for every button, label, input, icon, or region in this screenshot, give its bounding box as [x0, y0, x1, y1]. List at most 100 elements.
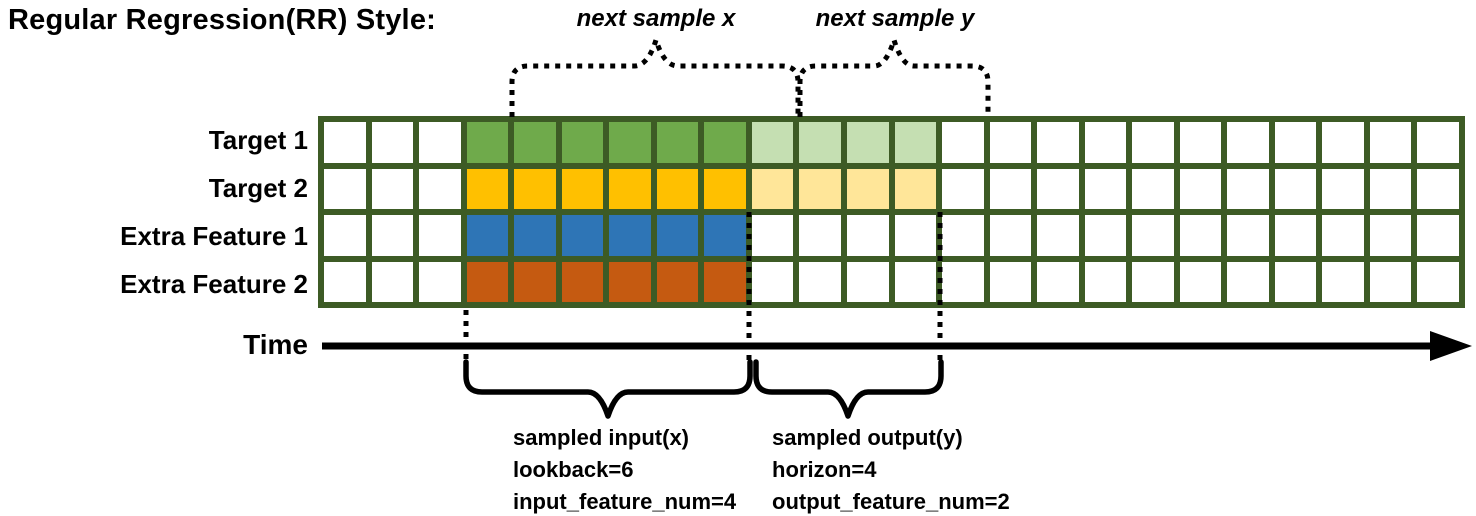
grid-cell — [942, 261, 984, 302]
grid-cell — [656, 122, 699, 163]
grid-cell — [1084, 215, 1127, 256]
grid-cell — [466, 168, 509, 209]
grid-cell — [1037, 122, 1079, 163]
grid-cell — [1322, 261, 1364, 302]
grid-cell — [894, 215, 937, 256]
horizon-value: horizon=4 — [772, 457, 877, 482]
grid-cell — [751, 215, 794, 256]
grid-cell — [704, 215, 746, 256]
grid-cell — [799, 122, 841, 163]
sampled-input-annotation: sampled input(x) lookback=6 input_featur… — [513, 422, 736, 516]
grid-cell — [894, 122, 937, 163]
grid-cell — [419, 261, 461, 302]
row-label: Extra Feature 1 — [120, 220, 308, 251]
grid-cell — [1322, 215, 1364, 256]
grid-cell — [942, 168, 984, 209]
grid-cell — [561, 261, 604, 302]
grid-cell — [846, 261, 889, 302]
grid-cell — [324, 168, 366, 209]
grid-cell — [942, 122, 984, 163]
grid-cell — [609, 215, 651, 256]
row-label: Target 1 — [208, 124, 308, 155]
row-label: Extra Feature 2 — [120, 268, 308, 299]
grid-cell — [1417, 168, 1459, 209]
grid-cell — [1084, 122, 1127, 163]
grid-cell — [324, 122, 366, 163]
grid-cell — [466, 261, 509, 302]
grid-cell — [799, 215, 841, 256]
grid-cell — [1179, 122, 1222, 163]
next-sample-x-label: next sample x — [576, 5, 736, 32]
sample-grid — [318, 116, 1465, 308]
grid-cell — [894, 168, 937, 209]
grid-cell — [704, 261, 746, 302]
grid-cell — [324, 215, 366, 256]
grid-cell — [1227, 261, 1269, 302]
grid-cell — [846, 215, 889, 256]
sampled-output-title: sampled output(y) — [772, 425, 963, 450]
grid-cell — [989, 215, 1032, 256]
output-feature-num-value: output_feature_num=2 — [772, 489, 1010, 514]
grid-cell — [1179, 261, 1222, 302]
grid-cell — [1084, 261, 1127, 302]
grid-cell — [561, 168, 604, 209]
grid-cell — [1369, 122, 1412, 163]
grid-cell — [1417, 122, 1459, 163]
grid-cell — [989, 168, 1032, 209]
grid-cell — [1369, 215, 1412, 256]
grid-cell — [1274, 168, 1317, 209]
grid-cell — [1274, 261, 1317, 302]
grid-cell — [371, 122, 414, 163]
page-title: Regular Regression(RR) Style: — [8, 4, 436, 36]
grid-cell — [466, 122, 509, 163]
grid-cell — [751, 261, 794, 302]
grid-cell — [514, 261, 556, 302]
grid-cell — [989, 261, 1032, 302]
grid-cell — [419, 168, 461, 209]
grid-cell — [1274, 122, 1317, 163]
grid-cell — [704, 122, 746, 163]
grid-cell — [799, 168, 841, 209]
grid-cell — [609, 261, 651, 302]
grid-cell — [561, 122, 604, 163]
grid-cell — [514, 168, 556, 209]
grid-cell — [751, 168, 794, 209]
grid-cell — [989, 122, 1032, 163]
row-label: Target 2 — [208, 172, 308, 203]
grid-cell — [466, 215, 509, 256]
next-sample-x-brace — [509, 31, 801, 117]
grid-cell — [1274, 215, 1317, 256]
next-sample-y-label: next sample y — [815, 5, 975, 32]
grid-cell — [1037, 261, 1079, 302]
grid-cell — [656, 261, 699, 302]
time-axis-arrowhead — [1430, 331, 1472, 361]
grid-cell — [1132, 122, 1174, 163]
grid-cell — [419, 122, 461, 163]
row-labels: Target 1 Target 2 Extra Feature 1 Extra Fea… — [0, 116, 308, 308]
grid-cell — [324, 261, 366, 302]
grid-cell — [609, 122, 651, 163]
grid-cell — [1132, 168, 1174, 209]
grid-cell — [656, 215, 699, 256]
grid-cell — [1037, 168, 1079, 209]
lookback-value: lookback=6 — [513, 457, 634, 482]
grid-cell — [609, 168, 651, 209]
grid-cell — [799, 261, 841, 302]
grid-cell — [419, 215, 461, 256]
grid-cell — [846, 168, 889, 209]
sampled-input-brace — [463, 359, 753, 419]
grid-cell — [371, 168, 414, 209]
grid-cell — [1417, 261, 1459, 302]
sampled-input-title: sampled input(x) — [513, 425, 690, 450]
sampled-output-brace — [753, 359, 944, 419]
grid-cell — [751, 122, 794, 163]
grid-cell — [1084, 168, 1127, 209]
grid-cell — [1227, 168, 1269, 209]
grid-cell — [1369, 168, 1412, 209]
grid-cell — [1227, 122, 1269, 163]
grid-cell — [1037, 215, 1079, 256]
input-feature-num-value: input_feature_num=4 — [513, 489, 737, 514]
grid-cell — [1322, 122, 1364, 163]
grid-cell — [1179, 215, 1222, 256]
